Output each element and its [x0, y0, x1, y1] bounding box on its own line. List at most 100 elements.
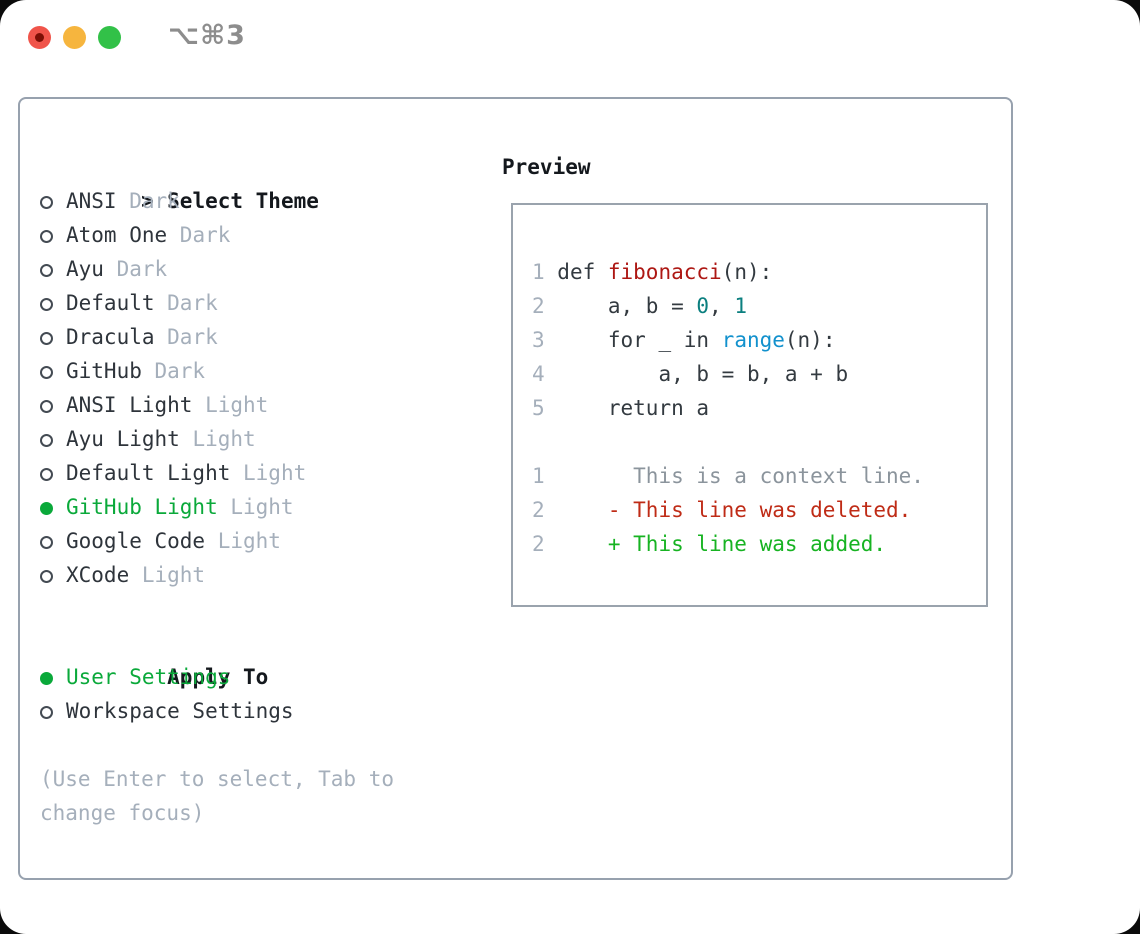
- theme-option[interactable]: Ayu Light Light: [40, 422, 502, 456]
- code-token: a, b = b, a + b: [544, 362, 849, 386]
- theme-variant-label: Dark: [167, 223, 231, 247]
- theme-option[interactable]: GitHub Dark: [40, 354, 502, 388]
- code-token: This is a context line.: [544, 464, 924, 488]
- theme-option-label: GitHub Light: [66, 495, 218, 519]
- traffic-light-close-button[interactable]: [28, 26, 51, 49]
- theme-option[interactable]: GitHub Light Light: [40, 490, 502, 524]
- theme-option-label: Default Light: [66, 461, 231, 485]
- apply-to-option-label: User Settings: [66, 665, 231, 689]
- theme-option[interactable]: ANSI Dark: [40, 184, 502, 218]
- radio-unselected-icon: [40, 536, 53, 549]
- theme-option-label: ANSI: [66, 189, 117, 213]
- code-line: 2 - This line was deleted.: [532, 493, 986, 527]
- preview-title: Preview: [502, 155, 591, 179]
- hint-text-line2: change focus): [40, 801, 205, 825]
- theme-variant-label: Light: [192, 393, 269, 417]
- theme-variant-label: Light: [179, 427, 256, 451]
- code-token: + This line was added.: [607, 532, 887, 556]
- radio-selected-icon: [40, 502, 53, 515]
- code-token: [545, 498, 608, 522]
- radio-unselected-icon: [40, 468, 53, 481]
- radio-unselected-icon: [40, 400, 53, 413]
- spacer: [40, 592, 502, 626]
- radio-unselected-icon: [40, 570, 53, 583]
- apply-to-title: Apply To: [167, 665, 269, 689]
- hint-text-line1: (Use Enter to select, Tab to: [40, 767, 395, 791]
- radio-unselected-icon: [40, 298, 53, 311]
- code-line: 5 return a: [532, 391, 986, 425]
- line-number: 2: [532, 532, 545, 556]
- code-token: ,: [709, 294, 735, 318]
- radio-unselected-icon: [40, 706, 53, 719]
- window-shortcut-title: ⌥⌘3: [168, 20, 246, 51]
- line-number: 2: [532, 294, 545, 318]
- theme-variant-label: Light: [129, 563, 206, 587]
- code-line: 3 for _ in range(n):: [532, 323, 986, 357]
- code-token: for _ in: [544, 328, 722, 352]
- theme-option-label: Default: [66, 291, 155, 315]
- apply-to-option[interactable]: User Settings: [40, 660, 502, 694]
- theme-option[interactable]: Default Dark: [40, 286, 502, 320]
- theme-option-label: Dracula: [66, 325, 155, 349]
- theme-variant-label: Light: [217, 495, 294, 519]
- traffic-light-zoom-button[interactable]: [98, 26, 121, 49]
- code-token: return a: [544, 396, 710, 420]
- radio-selected-icon: [40, 672, 53, 685]
- theme-variant-label: Dark: [116, 189, 180, 213]
- radio-unselected-icon: [40, 366, 53, 379]
- code-token: range: [721, 328, 785, 352]
- apply-to-option-label: Workspace Settings: [66, 699, 294, 723]
- theme-variant-label: Light: [230, 461, 307, 485]
- theme-option-label: Ayu Light: [66, 427, 180, 451]
- radio-unselected-icon: [40, 264, 53, 277]
- theme-option[interactable]: Atom One Dark: [40, 218, 502, 252]
- theme-variant-label: Dark: [141, 359, 206, 383]
- theme-option-label: XCode: [66, 563, 130, 587]
- radio-unselected-icon: [40, 434, 53, 447]
- theme-option[interactable]: Google Code Light: [40, 524, 502, 558]
- radio-unselected-icon: [40, 230, 53, 243]
- code-token: (n):: [721, 260, 773, 284]
- line-number: 1: [532, 464, 545, 488]
- code-line: 4 a, b = b, a + b: [532, 357, 986, 391]
- code-line: 1 def fibonacci(n):: [532, 255, 986, 289]
- theme-variant-label: Dark: [103, 257, 168, 281]
- theme-option-label: Ayu: [66, 257, 104, 281]
- code-line: 2 a, b = 0, 1: [532, 289, 986, 323]
- code-token: 1: [734, 294, 747, 318]
- code-token: a, b =: [544, 294, 697, 318]
- theme-option[interactable]: XCode Light: [40, 558, 502, 592]
- apply-to-option[interactable]: Workspace Settings: [40, 694, 502, 728]
- code-token: 0: [696, 294, 710, 318]
- line-number: 2: [532, 498, 545, 522]
- theme-variant-label: Dark: [154, 325, 218, 349]
- theme-option-label: ANSI Light: [66, 393, 193, 417]
- line-number: 1: [532, 260, 545, 284]
- close-dot-icon: [35, 33, 44, 42]
- preview-section: Preview 1 def fibonacci(n):2 a, b = 0, 1…: [502, 150, 1011, 878]
- code-token: - This line was deleted.: [607, 498, 912, 522]
- spacer: [40, 728, 502, 762]
- theme-option[interactable]: Dracula Dark: [40, 320, 502, 354]
- traffic-light-minimize-button[interactable]: [63, 26, 86, 49]
- theme-option[interactable]: Default Light Light: [40, 456, 502, 490]
- apply-to-header: Apply To: [40, 626, 502, 689]
- theme-option[interactable]: Ayu Dark: [40, 252, 502, 286]
- theme-option-label: GitHub: [66, 359, 142, 383]
- code-line: 2 + This line was added.: [532, 527, 986, 561]
- code-token: def: [544, 260, 608, 284]
- line-number: 4: [532, 362, 545, 386]
- code-token: fibonacci: [607, 260, 722, 284]
- theme-option-label: Google Code: [66, 529, 206, 553]
- code-line: [532, 425, 986, 459]
- line-number: 5: [532, 396, 545, 420]
- theme-option[interactable]: ANSI Light Light: [40, 388, 502, 422]
- code-token: (n):: [784, 328, 836, 352]
- radio-unselected-icon: [40, 332, 53, 345]
- theme-option-label: Atom One: [66, 223, 168, 247]
- titlebar: ⌥⌘3: [0, 0, 1140, 97]
